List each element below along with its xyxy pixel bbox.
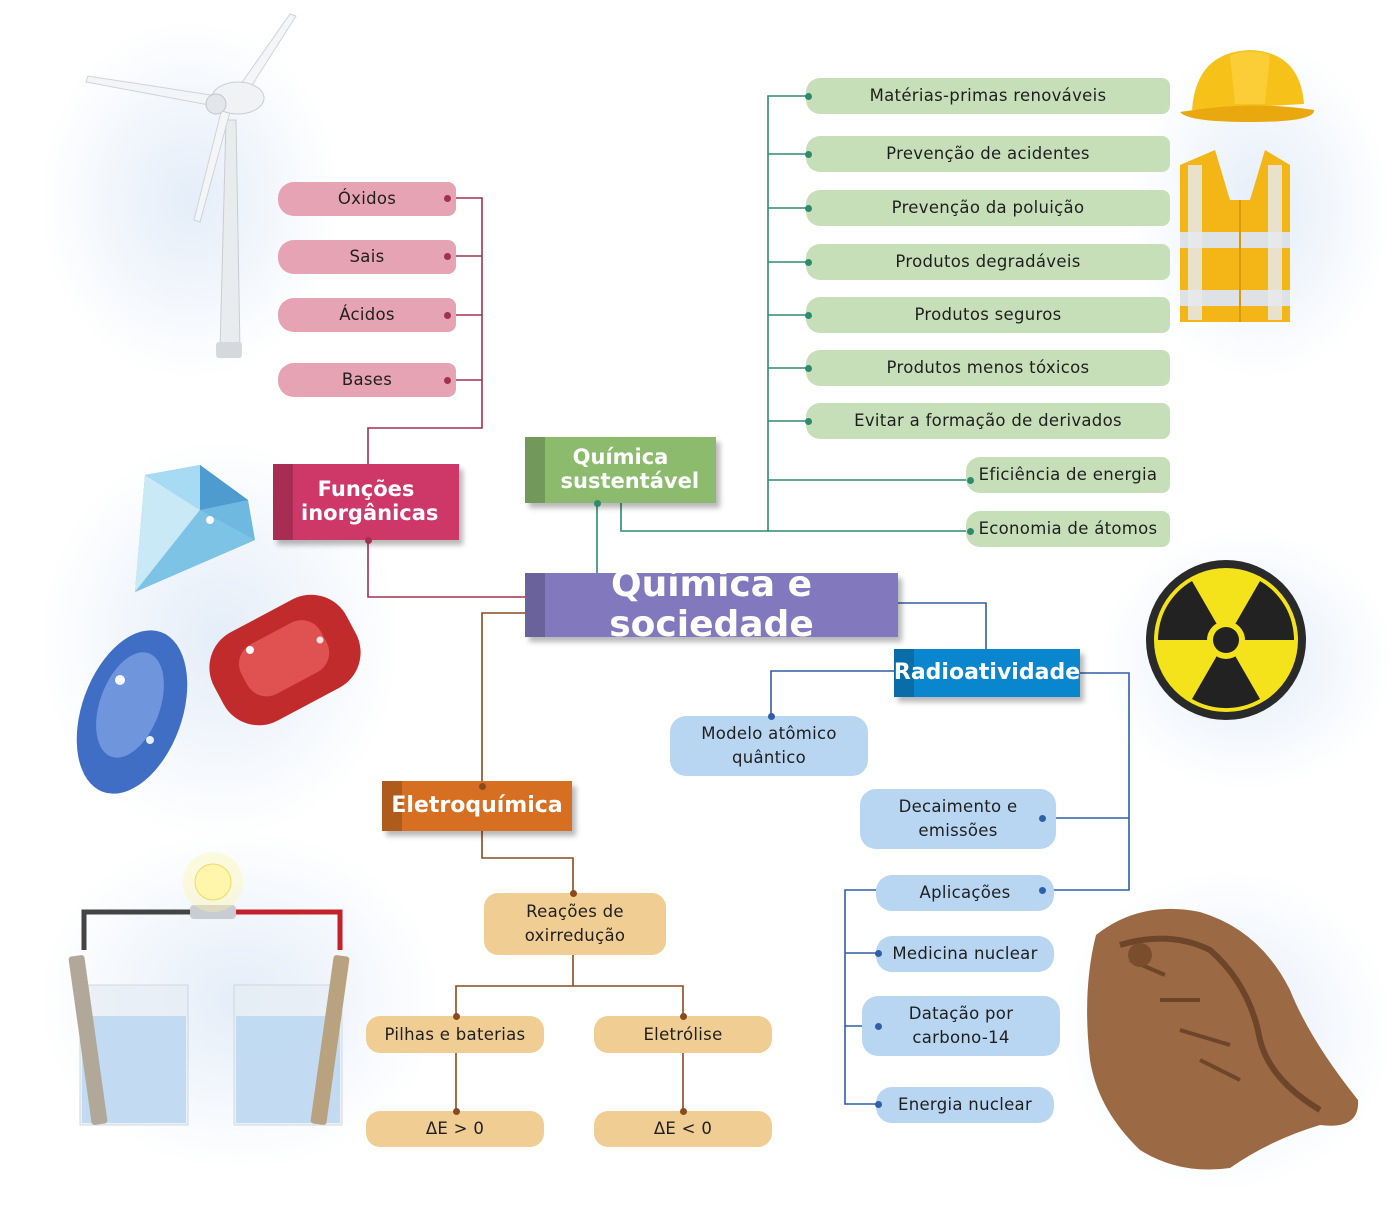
item-label: Prevenção da poluição	[891, 198, 1085, 218]
sustentavel-item: Eficiência de energia	[966, 457, 1170, 493]
item-label: Decaimento e emissões	[898, 797, 1018, 840]
radio-connectors	[770, 602, 1130, 1105]
funcoes-item: Bases	[278, 363, 456, 397]
connector-dot	[966, 527, 974, 535]
connector-dot	[966, 476, 974, 484]
connector-dot	[804, 417, 812, 425]
item-label: Bases	[341, 370, 393, 390]
eletro-heading: Eletroquímica	[382, 781, 572, 831]
sustentavel-heading: Química sustentável	[525, 437, 716, 503]
connector-dot	[443, 376, 451, 384]
connector-dot	[874, 1100, 882, 1108]
radio-modelo: Modelo atômico quântico	[670, 716, 868, 776]
connector-dot	[452, 1107, 460, 1115]
sustentavel-item: Produtos menos tóxicos	[806, 350, 1170, 386]
item-label: Medicina nuclear	[892, 944, 1038, 964]
sustentavel-item: Produtos seguros	[806, 297, 1170, 333]
eletro-eletrolise-sign: ΔE < 0	[594, 1111, 772, 1147]
sustentavel-item: Prevenção de acidentes	[806, 136, 1170, 172]
connector-dot	[443, 311, 451, 319]
funcoes-item: Óxidos	[278, 182, 456, 216]
connector-dot	[443, 252, 451, 260]
connector-dot	[804, 150, 812, 158]
item-label: Óxidos	[337, 189, 397, 209]
eletro-eletrolise: Eletrólise	[594, 1016, 772, 1053]
radio-decaimento: Decaimento e emissões	[860, 789, 1056, 849]
item-label: Prevenção de acidentes	[886, 144, 1090, 164]
sustentavel-item: Evitar a formação de derivados	[806, 403, 1170, 439]
sustentavel-item: Matérias-primas renováveis	[806, 78, 1170, 114]
sustentavel-heading-label: Química sustentável	[560, 445, 700, 493]
connector-dot	[1038, 886, 1046, 894]
item-label: Pilhas e baterias	[384, 1024, 526, 1044]
connector-dot	[874, 949, 882, 957]
funcoes-connectors	[367, 197, 525, 598]
eletro-pilhas: Pilhas e baterias	[366, 1016, 544, 1053]
radio-aplicacao-item: Medicina nuclear	[876, 936, 1054, 972]
item-label: Matérias-primas renováveis	[869, 86, 1107, 106]
central-topic: Química e sociedade	[525, 564, 898, 645]
connector-dot	[804, 204, 812, 212]
item-label: Produtos degradáveis	[895, 252, 1081, 272]
radio-aplicacao-item: Energia nuclear	[876, 1087, 1054, 1123]
eletro-heading-label: Eletroquímica	[391, 792, 563, 818]
item-label: Produtos seguros	[914, 305, 1062, 325]
radio-aplicacao-item: Datação por carbono-14	[862, 996, 1060, 1056]
item-label: Energia nuclear	[897, 1095, 1033, 1115]
item-label: Sais	[349, 247, 385, 267]
funcoes-heading-label: Funções inorgânicas	[301, 477, 439, 525]
item-label: Eletrólise	[643, 1024, 723, 1044]
eletro-connectors	[455, 612, 684, 1111]
item-label: Reações de oxirredução	[524, 902, 626, 945]
radio-aplicacoes: Aplicações	[876, 875, 1054, 911]
eletro-pilhas-sign: ΔE > 0	[366, 1111, 544, 1147]
connector-dot	[804, 258, 812, 266]
sustentavel-item: Produtos degradáveis	[806, 244, 1170, 280]
connector-dot	[452, 1012, 460, 1020]
connector-dot	[1038, 814, 1046, 822]
connector-dot	[874, 1022, 882, 1030]
connector-dot	[443, 194, 451, 202]
item-label: Aplicações	[919, 883, 1011, 903]
connector-dot	[593, 499, 601, 507]
connector-dot	[679, 1107, 687, 1115]
connector-dot	[478, 782, 486, 790]
funcoes-item: Ácidos	[278, 298, 456, 332]
item-label: ΔE > 0	[425, 1119, 485, 1139]
item-label: Produtos menos tóxicos	[886, 358, 1090, 378]
central-topic-label: Química e sociedade	[609, 563, 814, 645]
radio-heading-label: Radioatividade	[893, 659, 1081, 685]
eletro-reacoes: Reações de oxirredução	[484, 893, 666, 955]
connector-dot	[364, 536, 372, 544]
funcoes-heading: Funções inorgânicas	[273, 464, 459, 540]
item-label: ΔE < 0	[653, 1119, 713, 1139]
radio-heading: Radioatividade	[894, 649, 1080, 697]
sustentavel-item: Economia de átomos	[966, 511, 1170, 547]
connector-dot	[767, 712, 775, 720]
item-label: Modelo atômico quântico	[701, 724, 837, 767]
connector-dot	[804, 364, 812, 372]
connector-dot	[804, 92, 812, 100]
connector-dot	[804, 311, 812, 319]
sustentavel-connectors	[596, 95, 970, 573]
item-label: Ácidos	[339, 305, 395, 325]
connector-dot	[679, 1012, 687, 1020]
item-label: Evitar a formação de derivados	[854, 411, 1122, 431]
funcoes-item: Sais	[278, 240, 456, 274]
sustentavel-item: Prevenção da poluição	[806, 190, 1170, 226]
item-label: Eficiência de energia	[978, 465, 1158, 485]
item-label: Datação por carbono-14	[908, 1004, 1014, 1047]
item-label: Economia de átomos	[978, 519, 1158, 539]
connector-dot	[569, 889, 577, 897]
